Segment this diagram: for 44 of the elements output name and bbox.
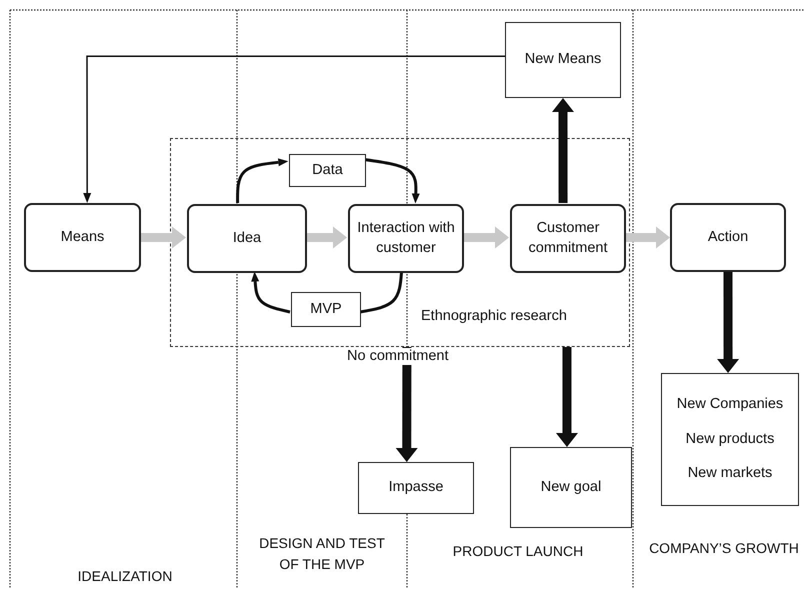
box-label: New Means [524, 50, 602, 70]
output-box [291, 292, 361, 327]
phase-label: DESIGN AND TEST OF THE MVP [258, 534, 386, 574]
box-label: MVP [310, 300, 342, 319]
process-box [510, 204, 626, 273]
phase-label: PRODUCT LAUNCH [452, 542, 584, 561]
arrow [306, 226, 347, 248]
edge-label: No commitment [345, 348, 451, 366]
arrow [717, 272, 740, 373]
process-box [187, 204, 307, 273]
outcome-box [505, 22, 621, 98]
process-box [348, 204, 464, 273]
box-label: Action [708, 228, 748, 247]
box-label: Idea [232, 228, 262, 248]
arrow [556, 347, 578, 447]
box-label: New markets [688, 464, 772, 484]
connector [360, 272, 404, 314]
box-label: Customer commitment [528, 218, 608, 258]
phase-label: IDEALIZATION [76, 567, 174, 586]
process-box [670, 203, 786, 272]
outcome-box [358, 462, 474, 514]
output-box [289, 154, 366, 187]
region-label: Ethnographic research [421, 307, 567, 326]
box-label: New Companies [676, 395, 784, 414]
box-label: Means [60, 228, 104, 247]
outcome-box [510, 447, 632, 528]
phase-label: COMPANY’S GROWTH [648, 539, 800, 558]
arrow [83, 55, 505, 203]
box-label: New products [686, 430, 774, 449]
arrow [463, 226, 509, 248]
arrow [141, 226, 186, 248]
process-box [24, 203, 141, 272]
arrow [251, 272, 290, 314]
outcome-box [661, 373, 799, 506]
box-label: Interaction with customer [356, 218, 456, 258]
arrow [364, 158, 420, 204]
arrow [625, 226, 670, 248]
arrow [236, 158, 288, 204]
box-label: Data [312, 160, 343, 180]
arrow [552, 98, 574, 203]
box-label: New goal [540, 478, 602, 497]
box-label: Impasse [388, 478, 444, 498]
dashed-region [170, 138, 630, 347]
arrow [396, 347, 418, 462]
